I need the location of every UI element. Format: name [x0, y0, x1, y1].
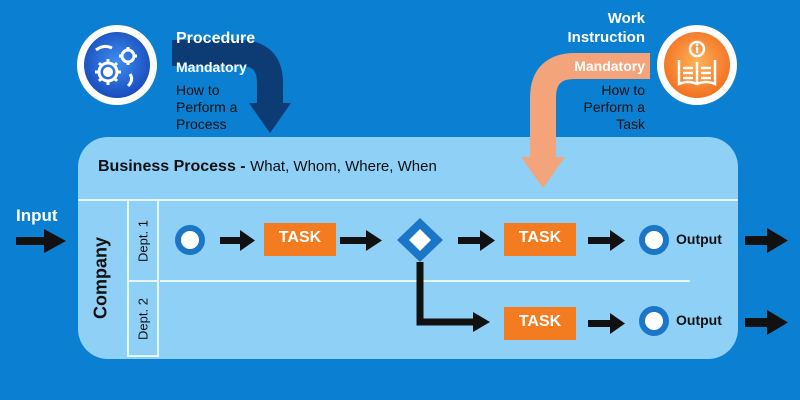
output-node — [639, 225, 669, 255]
output-label: Output — [676, 312, 722, 328]
work-instruction-badge: Mandatory — [574, 58, 645, 74]
work-instruction-arrow — [521, 53, 650, 188]
task-box — [504, 223, 576, 256]
procedure-desc-line1: How to — [176, 82, 220, 98]
flow-arrow — [588, 313, 625, 334]
input-label: Input — [16, 206, 58, 225]
work-instruction-title-line1: Work — [607, 10, 645, 27]
input-arrow — [16, 229, 66, 253]
output-label: Output — [676, 231, 722, 247]
flow-arrow — [220, 230, 255, 251]
business-process-label: Business Process - — [98, 158, 246, 175]
task-box — [264, 223, 336, 256]
decision-diamond — [397, 218, 443, 262]
flow-arrow — [458, 230, 495, 251]
task-label: TASK — [278, 229, 322, 246]
gears-icon — [77, 25, 157, 105]
procedure-arrow — [172, 40, 291, 133]
output-node — [639, 306, 669, 336]
procedure-desc-line3: Process — [176, 116, 227, 132]
work-instruction-desc-line3: Task — [616, 116, 645, 132]
task-box — [504, 307, 576, 340]
lane-label-dept-2: Dept. 2 — [135, 298, 151, 340]
manual-book-icon — [657, 25, 737, 105]
procedure-title: Procedure — [176, 30, 256, 47]
branch-arrow — [416, 262, 490, 332]
work-instruction-desc-line1: How to — [601, 82, 645, 98]
flow-arrow — [588, 230, 625, 251]
lane-label-box-2 — [127, 280, 159, 357]
task-label: TASK — [518, 229, 562, 246]
business-process-subtitle: What, Whom, Where, When — [250, 158, 437, 175]
procedure-desc-line2: Perform a — [176, 99, 238, 115]
procedure-badge: Mandatory — [176, 59, 247, 75]
work-instruction-desc-line2: Perform a — [583, 99, 645, 115]
lane-label-dept-1: Dept. 1 — [135, 220, 151, 262]
task-label: TASK — [518, 313, 562, 330]
start-node — [175, 225, 205, 255]
company-label: Company — [90, 236, 111, 320]
flow-arrow — [340, 230, 382, 251]
output-arrow — [745, 228, 788, 253]
work-instruction-title-line2: Instruction — [567, 29, 646, 46]
output-arrow — [745, 310, 788, 335]
business-process-header: Business Process - What, Whom, Where, Wh… — [98, 158, 437, 176]
